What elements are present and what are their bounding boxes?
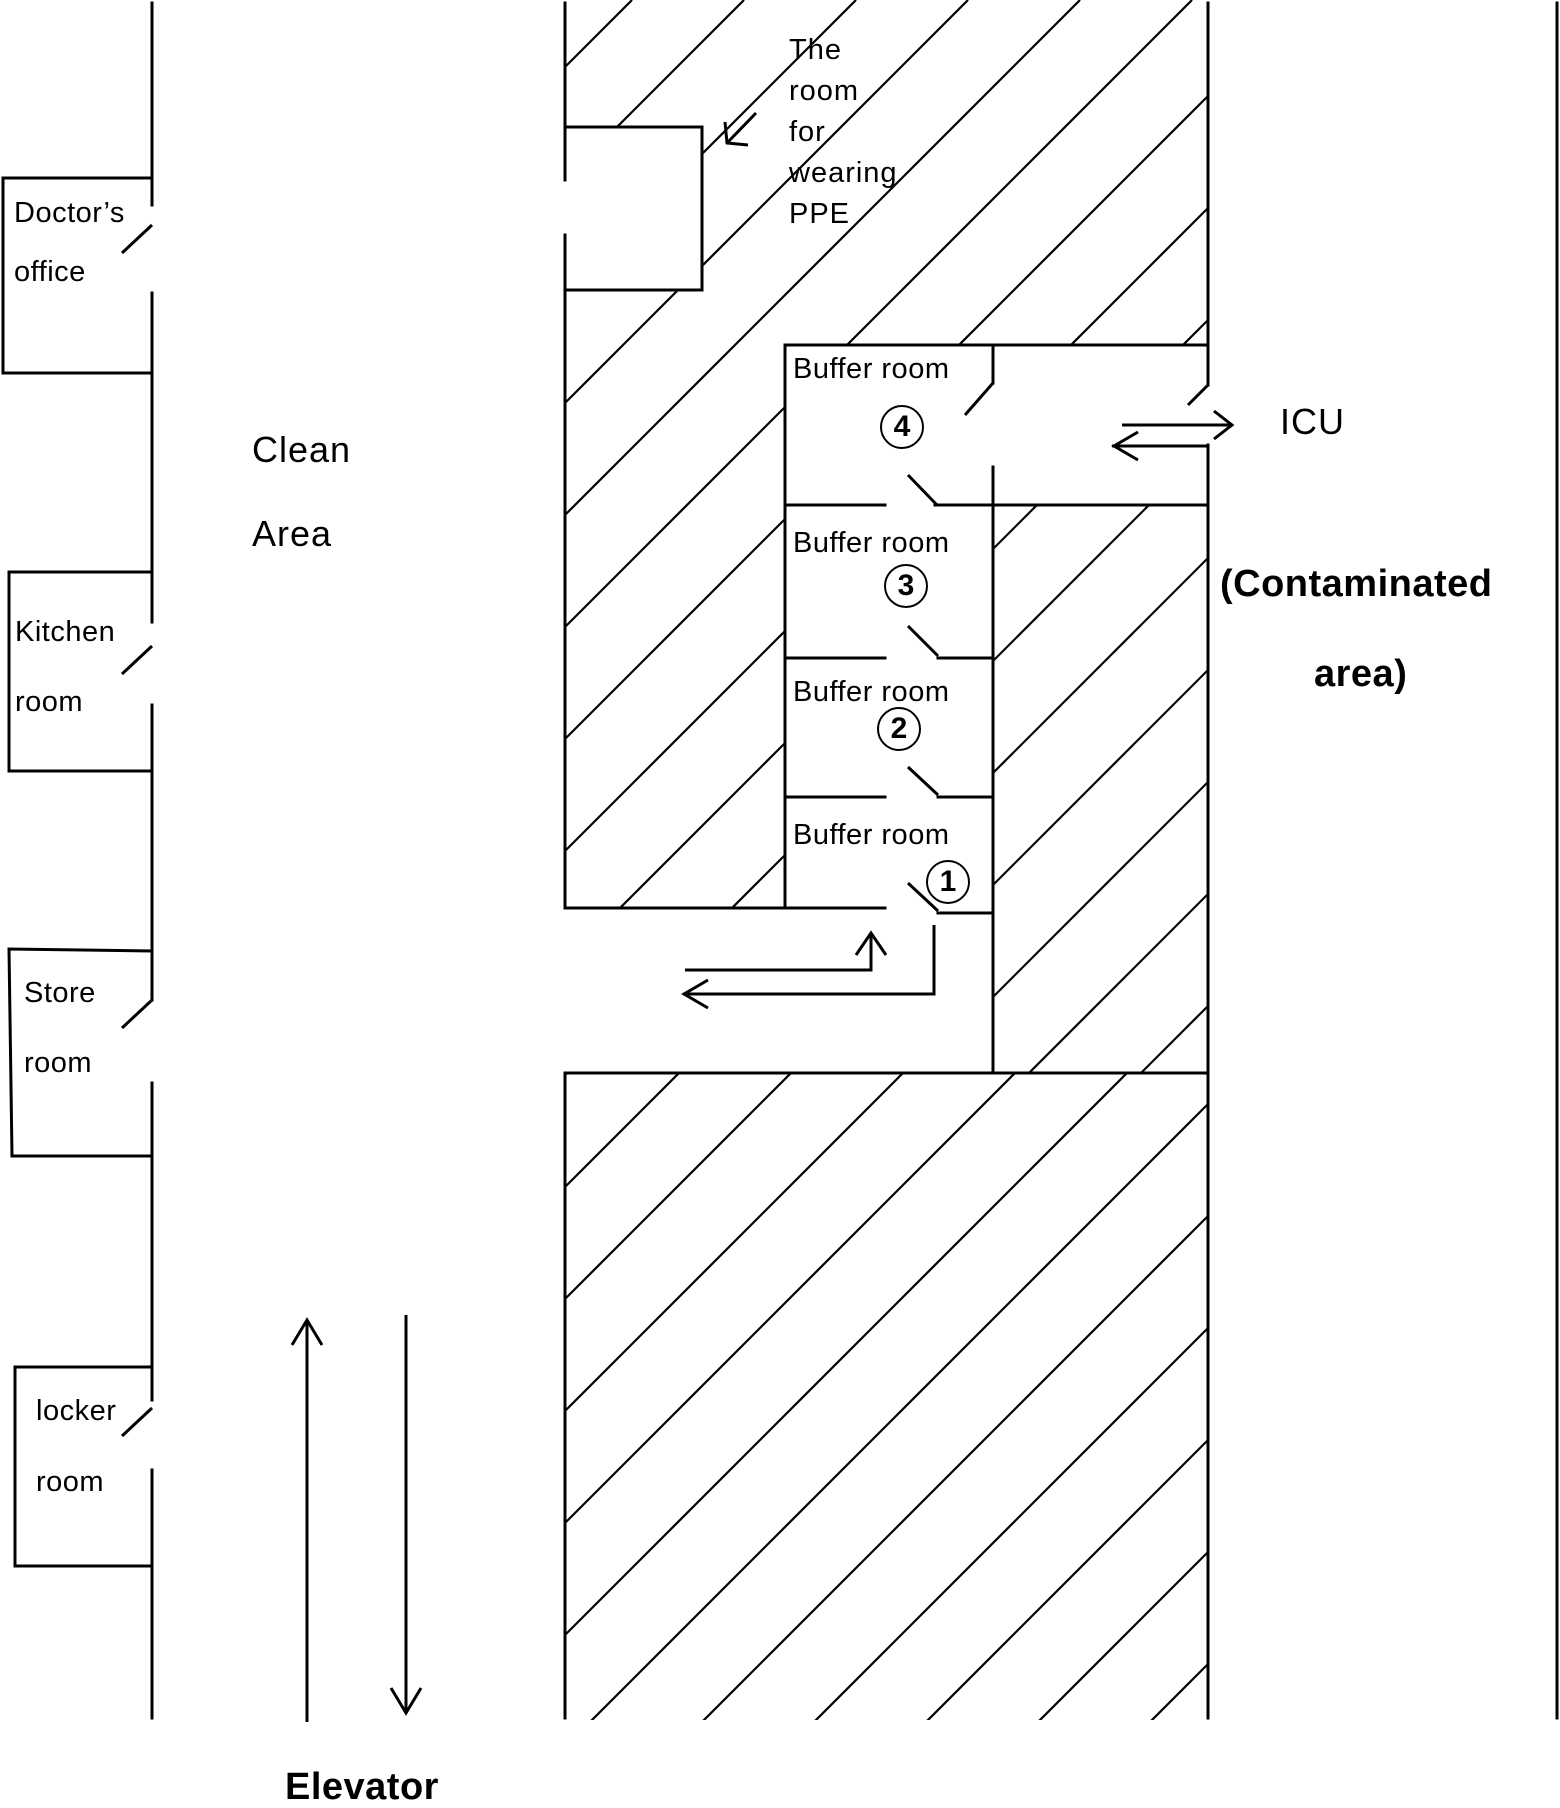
buffer-room-4-number: 4 — [880, 405, 924, 449]
elevator-down-arrow — [389, 1315, 423, 1716]
doctors-office-label-line1: Doctor’s — [14, 197, 125, 229]
hatch-line — [565, 0, 1208, 908]
elevator-label: Elevator — [285, 1766, 439, 1808]
store-room-label-line2: room — [24, 1047, 93, 1079]
clean-area-label-line2: Area — [252, 513, 333, 554]
buffer-entry-arrow — [685, 930, 888, 972]
ppe-room-label-line: room — [789, 75, 860, 107]
hatch-line — [565, 1073, 1017, 1525]
store-room-walls — [7, 947, 154, 1370]
kitchen-room-label-line1: Kitchen — [15, 616, 116, 648]
hatch-line — [565, 0, 1193, 908]
hatch-line — [993, 668, 1208, 887]
hatch-line — [814, 1326, 1208, 1720]
hatch-line — [590, 1102, 1208, 1720]
kitchen-room-walls — [7, 570, 154, 773]
hatch-line — [565, 1073, 1129, 1637]
hatch-line — [1038, 1550, 1208, 1720]
buffer-exit-arrow — [681, 925, 936, 1010]
ppe-room-label: The room for wearing PPE — [789, 30, 898, 235]
locker-room-label-line2: room — [36, 1466, 105, 1498]
locker-room-walls — [13, 1365, 154, 1568]
store-room-label-line1: Store — [24, 977, 96, 1009]
doctors-office-label-line2: office — [14, 256, 86, 288]
buffer-room-1-number: 1 — [926, 860, 970, 904]
hatch-line — [565, 0, 633, 908]
ppe-room-fill — [565, 127, 702, 290]
elevator-up-arrow — [290, 1317, 324, 1722]
hatch-line — [993, 780, 1208, 999]
locker-room-door — [120, 1406, 154, 1438]
hatch-line — [565, 1073, 905, 1413]
icu-entry-arrow — [1111, 430, 1208, 462]
hatch-line — [565, 0, 1081, 908]
hatch-line — [565, 0, 1208, 908]
clean-area-label-line1: Clean — [252, 429, 352, 470]
hatch-line — [565, 1073, 793, 1301]
ppe-pointer-arrow — [723, 111, 758, 147]
hatch-line — [565, 0, 857, 908]
buffer-room-3-number: 3 — [884, 564, 928, 608]
hatch-line — [565, 0, 1208, 908]
buffer-room-4-label: Buffer room — [793, 353, 950, 385]
hatch-line — [0, 0, 1430, 1800]
store-room-door — [120, 998, 154, 1030]
ppe-room-label-line: wearing — [789, 157, 898, 189]
buffer-room-2-number: 2 — [877, 707, 921, 751]
hatch-line — [702, 1214, 1208, 1720]
icu-exit-arrow — [1122, 409, 1235, 441]
ppe-room-label-line: for — [789, 116, 826, 148]
buffer-room-2-label: Buffer room — [793, 676, 950, 708]
contaminated-area-label-line1: (Contaminated — [1220, 563, 1493, 605]
doctors-office-door — [120, 223, 154, 255]
icu-label: ICU — [1280, 401, 1345, 442]
doctors-office-walls — [1, 176, 154, 375]
hatch-line — [565, 0, 1208, 908]
kitchen-room-door — [120, 644, 154, 676]
kitchen-room-label-line2: room — [15, 686, 84, 718]
hatch-line — [1027, 892, 1208, 1073]
hatch-line — [565, 0, 1208, 908]
locker-room-label-line1: locker — [36, 1395, 117, 1427]
buffer-doors — [906, 382, 1210, 913]
ppe-room-label-line: The — [789, 34, 842, 66]
buffer-room-1-label: Buffer room — [793, 819, 950, 851]
central-block-walls — [563, 1, 1559, 1720]
hatch-line — [565, 0, 1208, 908]
buffer-room-3-label: Buffer room — [793, 527, 950, 559]
hatch-line — [926, 1438, 1208, 1720]
ppe-room-label-line: PPE — [789, 198, 851, 230]
contaminated-area-label-line2: area) — [1314, 653, 1408, 695]
hatch-line — [565, 0, 969, 908]
